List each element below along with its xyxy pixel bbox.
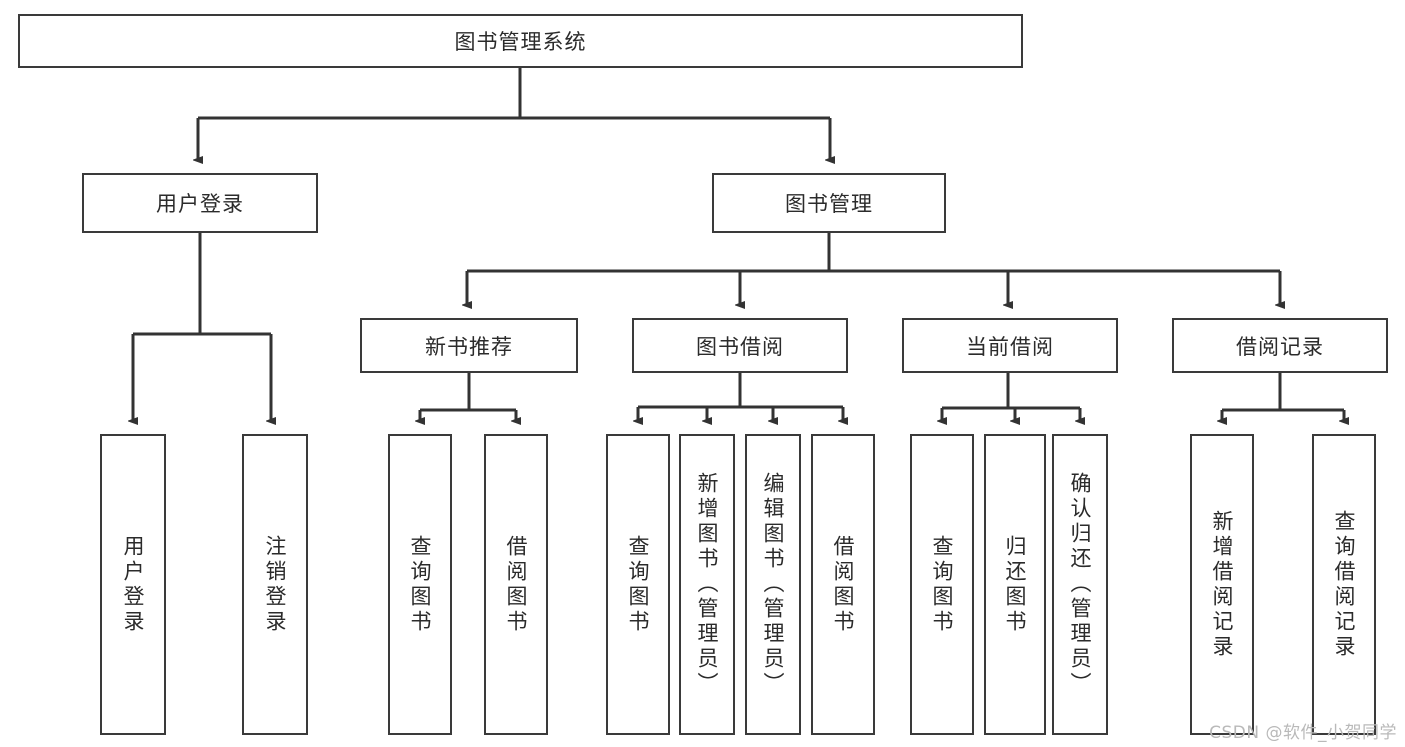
node-leaf-query-record-label: 查询借阅记录 <box>1332 509 1357 660</box>
node-borrow-record-label: 借阅记录 <box>1236 334 1324 359</box>
node-leaf-query-book-2-label: 查询图书 <box>626 534 651 635</box>
node-leaf-borrow-book-2[interactable]: 借阅图书 <box>811 434 875 735</box>
node-leaf-query-book-2[interactable]: 查询图书 <box>606 434 670 735</box>
node-leaf-add-book-label: 新增图书（管理员） <box>695 472 720 697</box>
node-leaf-query-book-1-label: 查询图书 <box>408 534 433 635</box>
node-leaf-add-record-label: 新增借阅记录 <box>1210 509 1235 660</box>
node-leaf-borrow-book-1[interactable]: 借阅图书 <box>484 434 548 735</box>
node-current-borrow[interactable]: 当前借阅 <box>902 318 1118 373</box>
watermark: CSDN @软件_小贺同学 <box>1209 723 1397 743</box>
node-leaf-query-record[interactable]: 查询借阅记录 <box>1312 434 1376 735</box>
node-leaf-return-book-label: 归还图书 <box>1003 534 1028 635</box>
node-book-manage-label: 图书管理 <box>785 192 873 216</box>
node-leaf-confirm-return[interactable]: 确认归还（管理员） <box>1052 434 1108 735</box>
node-leaf-user-login[interactable]: 用户登录 <box>100 434 166 735</box>
node-leaf-logout[interactable]: 注销登录 <box>242 434 308 735</box>
node-user-login[interactable]: 用户登录 <box>82 173 318 233</box>
node-new-book-recommend-label: 新书推荐 <box>425 334 513 359</box>
node-leaf-confirm-return-label: 确认归还（管理员） <box>1068 472 1093 697</box>
node-leaf-user-login-label: 用户登录 <box>121 534 146 635</box>
node-leaf-query-book-1[interactable]: 查询图书 <box>388 434 452 735</box>
node-leaf-add-record[interactable]: 新增借阅记录 <box>1190 434 1254 735</box>
node-leaf-query-book-3-label: 查询图书 <box>930 534 955 635</box>
node-user-login-label: 用户登录 <box>156 192 244 216</box>
node-book-borrow-label: 图书借阅 <box>696 334 784 359</box>
node-borrow-record[interactable]: 借阅记录 <box>1172 318 1388 373</box>
node-leaf-return-book[interactable]: 归还图书 <box>984 434 1046 735</box>
node-leaf-add-book[interactable]: 新增图书（管理员） <box>679 434 735 735</box>
node-root-label: 图书管理系统 <box>454 30 587 54</box>
node-root[interactable]: 图书管理系统 <box>18 14 1023 68</box>
node-book-borrow[interactable]: 图书借阅 <box>632 318 848 373</box>
node-leaf-edit-book[interactable]: 编辑图书（管理员） <box>745 434 801 735</box>
node-new-book-recommend[interactable]: 新书推荐 <box>360 318 578 373</box>
node-leaf-borrow-book-1-label: 借阅图书 <box>504 534 529 635</box>
node-book-manage[interactable]: 图书管理 <box>712 173 946 233</box>
node-leaf-borrow-book-2-label: 借阅图书 <box>831 534 856 635</box>
node-current-borrow-label: 当前借阅 <box>966 334 1054 359</box>
node-leaf-logout-label: 注销登录 <box>263 534 288 635</box>
node-leaf-edit-book-label: 编辑图书（管理员） <box>761 472 786 697</box>
node-leaf-query-book-3[interactable]: 查询图书 <box>910 434 974 735</box>
